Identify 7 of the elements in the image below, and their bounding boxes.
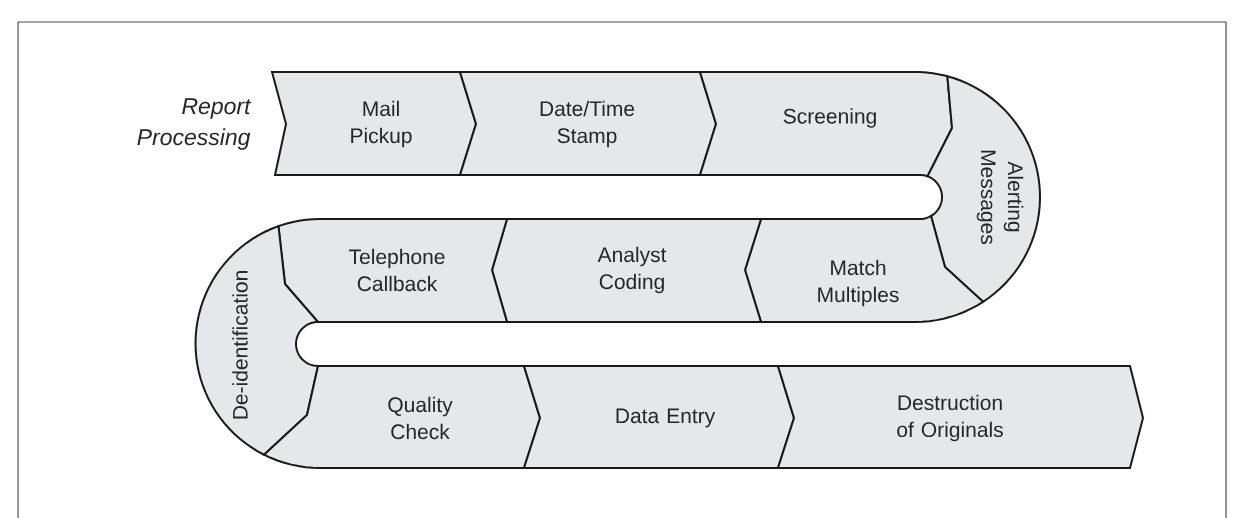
title: Report Processing	[137, 98, 252, 150]
process-segment: Destruction of Originals	[776, 365, 1145, 469]
process-segment: Screening	[698, 71, 954, 178]
process-segment: Date/Time Stamp	[458, 71, 718, 176]
process-segment: Telephone Callback	[277, 218, 509, 323]
process-segment: Quality Check	[262, 365, 542, 469]
process-segment: Data Entry	[522, 365, 796, 469]
